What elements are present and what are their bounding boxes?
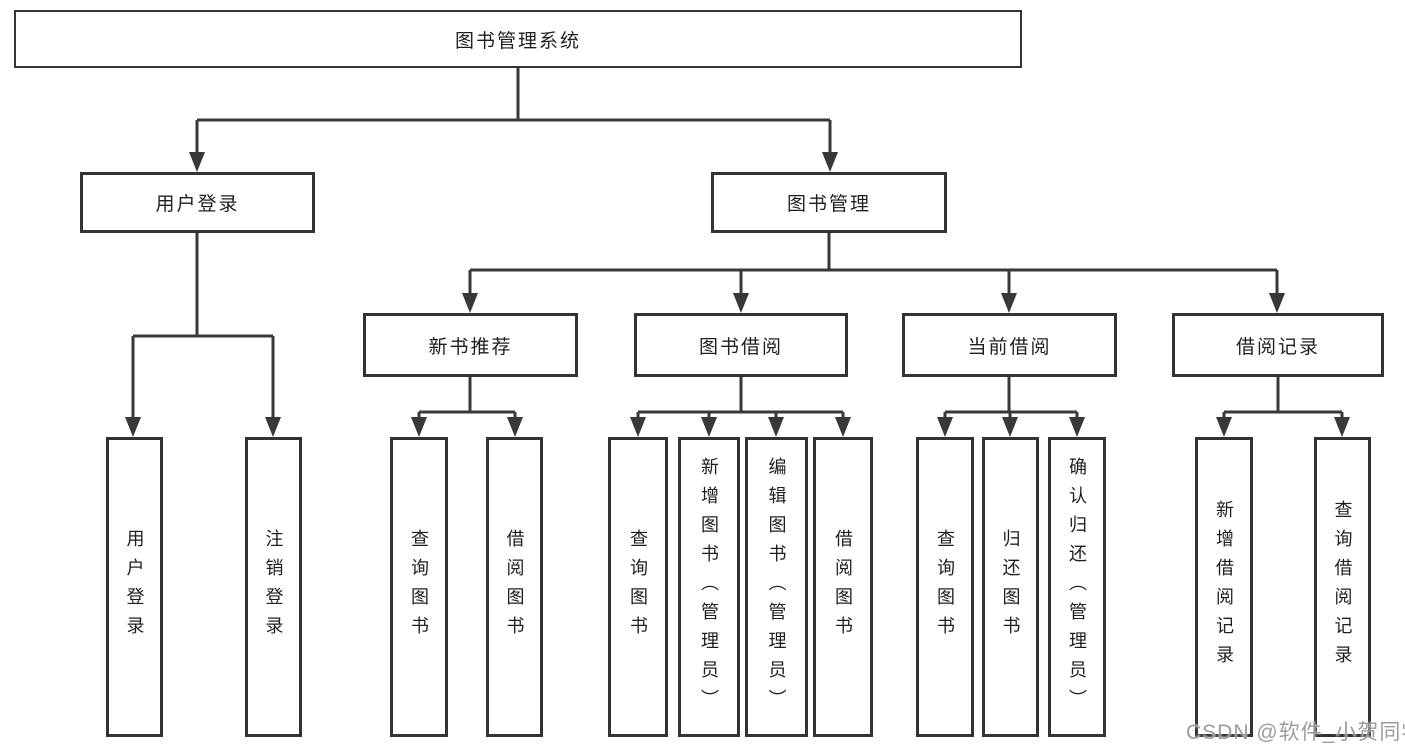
leaf-current-query-books-label: 查询图书 [935, 529, 955, 645]
leaf-current-query-books: 查询图书 [916, 437, 974, 737]
leaf-borrowing-edit-books-admin-label: 编辑图书（管理员） [766, 456, 787, 718]
leaf-records-add-borrow-record: 新增借阅记录 [1195, 437, 1253, 737]
leaf-logout: 注销登录 [245, 437, 302, 737]
node-book-borrowing-label: 图书借阅 [698, 336, 783, 358]
node-user-login: 用户登录 [80, 172, 315, 233]
leaf-records-query-borrow-record: 查询借阅记录 [1314, 437, 1371, 737]
leaf-recommend-query-books-label: 查询图书 [409, 529, 429, 645]
node-book-management-label: 图书管理 [786, 194, 871, 215]
leaf-user-login-label: 用户登录 [124, 529, 145, 645]
node-current-borrowing: 当前借阅 [902, 313, 1117, 377]
node-current-borrowing-label: 当前借阅 [967, 336, 1052, 358]
node-new-book-recommend: 新书推荐 [363, 313, 578, 377]
leaf-records-add-borrow-record-label: 新增借阅记录 [1214, 500, 1234, 674]
node-book-borrowing: 图书借阅 [634, 313, 848, 377]
leaf-current-return-books-label: 归还图书 [1000, 529, 1021, 645]
leaf-borrowing-add-books-admin-label: 新增图书（管理员） [699, 456, 719, 718]
node-root-label: 图书管理系统 [454, 30, 581, 52]
leaf-borrowing-borrow-books-label: 借阅图书 [833, 529, 853, 645]
leaf-borrowing-query-books: 查询图书 [608, 437, 668, 737]
leaf-recommend-query-books: 查询图书 [390, 437, 448, 737]
node-new-book-recommend-label: 新书推荐 [428, 336, 513, 358]
leaf-borrowing-borrow-books: 借阅图书 [813, 437, 873, 737]
node-user-login-label: 用户登录 [155, 194, 240, 215]
leaf-logout-label: 注销登录 [263, 529, 284, 645]
leaf-borrowing-add-books-admin: 新增图书（管理员） [678, 437, 740, 737]
leaf-recommend-borrow-books-label: 借阅图书 [504, 529, 525, 645]
leaf-records-query-borrow-record-label: 查询借阅记录 [1332, 500, 1353, 674]
node-borrow-records: 借阅记录 [1172, 313, 1384, 377]
node-root: 图书管理系统 [14, 10, 1022, 68]
leaf-borrowing-edit-books-admin: 编辑图书（管理员） [745, 437, 808, 737]
node-book-management: 图书管理 [711, 172, 947, 233]
csdn-watermark: CSDN @软件_小贺同学 [1186, 721, 1405, 744]
leaf-user-login: 用户登录 [106, 437, 163, 737]
leaf-borrowing-query-books-label: 查询图书 [628, 529, 648, 645]
leaf-recommend-borrow-books: 借阅图书 [486, 437, 543, 737]
leaf-current-confirm-return-admin: 确认归还（管理员） [1048, 437, 1106, 737]
node-borrow-records-label: 借阅记录 [1235, 336, 1320, 358]
leaf-current-confirm-return-admin-label: 确认归还（管理员） [1067, 456, 1087, 718]
leaf-current-return-books: 归还图书 [982, 437, 1039, 737]
